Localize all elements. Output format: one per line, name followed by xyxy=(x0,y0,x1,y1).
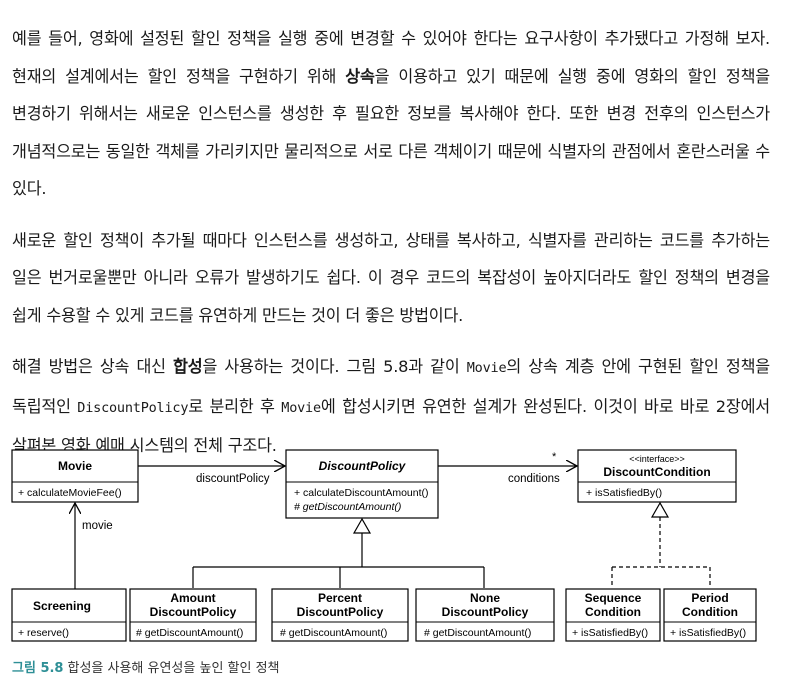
screening-class: Screening + reserve() xyxy=(11,588,127,642)
paragraph-1-segment: 을 이용하고 있기 때문에 실행 중에 영화의 할인 정책을 변경하기 위해서는… xyxy=(12,66,770,199)
discount-policy-operation-1: + calculateDiscountAmount() xyxy=(294,487,429,499)
paragraph-3-segment: 로 분리한 후 xyxy=(188,396,282,416)
discount-condition-operation: + isSatisfiedBy() xyxy=(586,487,662,499)
paragraph-3-segment: 합성 xyxy=(173,357,203,376)
period-condition-operation: + isSatisfiedBy() xyxy=(670,627,746,639)
paragraph-2: 새로운 할인 정책이 추가될 때마다 인스턴스를 생성하고, 상태를 복사하고,… xyxy=(12,222,770,335)
condition-realization-lines xyxy=(611,517,711,588)
sequence-condition-class: Sequence Condition + isSatisfiedBy() xyxy=(565,588,661,642)
sequence-condition-operation: + isSatisfiedBy() xyxy=(572,627,648,639)
paragraph-3-segment: 의 상속 계층 안에 구현된 할인 정책을 독립적인 xyxy=(12,357,770,416)
discount-policy-class-name: DiscountPolicy xyxy=(319,459,407,473)
figure-caption-text: 합성을 사용해 유연성을 높인 할인 정책 xyxy=(67,661,280,676)
body-text: 예를 들어, 영화에 설정된 할인 정책을 실행 중에 변경할 수 있어야 한다… xyxy=(12,20,770,479)
figure-number: 그림 5.8 xyxy=(12,661,64,676)
screening-operation: + reserve() xyxy=(18,627,69,639)
paragraph-3-segment: Movie xyxy=(281,399,321,416)
none-policy-name-line2: DiscountPolicy xyxy=(442,605,529,619)
paragraph-3-segment: Movie xyxy=(466,360,507,376)
discount-condition-interface: <<interface>> DiscountCondition + isSati… xyxy=(577,449,737,503)
percent-policy-name-line2: DiscountPolicy xyxy=(297,605,384,619)
realization-arrow xyxy=(650,501,670,518)
amount-policy-name-line1: Amount xyxy=(170,591,215,605)
movie-operation: + calculateMovieFee() xyxy=(18,487,122,499)
amount-policy-operation: # getDiscountAmount() xyxy=(136,627,243,639)
screening-class-name: Screening xyxy=(33,599,91,613)
discount-condition-name: DiscountCondition xyxy=(603,465,710,479)
movie-class-name: Movie xyxy=(58,459,92,473)
none-policy-operation: # getDiscountAmount() xyxy=(424,627,531,639)
movie-role-label: movie xyxy=(82,520,113,532)
movie-class: Movie + calculateMovieFee() xyxy=(11,449,139,503)
paragraph-3: 해결 방법은 상속 대신 합성을 사용하는 것이다. 그림 5.8과 같이 Mo… xyxy=(12,348,770,465)
discount-policy-role-label: discountPolicy xyxy=(196,473,270,485)
amount-discount-policy-class: Amount DiscountPolicy # getDiscountAmoun… xyxy=(129,588,257,642)
none-policy-name-line1: None xyxy=(470,591,500,605)
multiplicity-label: * xyxy=(552,451,557,463)
period-condition-class: Period Condition + isSatisfiedBy() xyxy=(663,588,757,642)
conditions-role-label: conditions xyxy=(508,473,560,485)
period-condition-name-line1: Period xyxy=(691,591,728,605)
class-diagram: Movie + calculateMovieFee() DiscountPoli… xyxy=(11,449,757,642)
sequence-condition-name-line1: Sequence xyxy=(585,591,642,605)
paragraph-2-segment: 새로운 할인 정책이 추가될 때마다 인스턴스를 생성하고, 상태를 복사하고,… xyxy=(12,230,770,325)
none-discount-policy-class: None DiscountPolicy # getDiscountAmount(… xyxy=(415,588,555,642)
paragraph-1: 예를 들어, 영화에 설정된 할인 정책을 실행 중에 변경할 수 있어야 한다… xyxy=(12,20,770,208)
paragraph-1-segment: 예를 들어, 영화에 설정된 할인 정책을 실행 중에 변경할 수 있어야 한다… xyxy=(12,29,770,86)
percent-policy-name-line1: Percent xyxy=(318,591,362,605)
generalization-arrow xyxy=(352,517,372,534)
discount-policy-class: DiscountPolicy + calculateDiscountAmount… xyxy=(285,449,439,519)
percent-discount-policy-class: Percent DiscountPolicy # getDiscountAmou… xyxy=(271,588,409,642)
sequence-condition-name-line2: Condition xyxy=(585,605,641,619)
period-condition-name-line2: Condition xyxy=(682,605,738,619)
percent-policy-operation: # getDiscountAmount() xyxy=(280,627,387,639)
paragraph-3-segment: 해결 방법은 상속 대신 xyxy=(12,357,174,376)
interface-stereotype: <<interface>> xyxy=(629,454,685,464)
policy-inheritance-lines xyxy=(192,533,485,588)
paragraph-3-segment: 을 사용하는 것이다. 그림 5.8과 같이 xyxy=(202,357,467,376)
paragraph-3-segment: DiscountPolicy xyxy=(77,399,189,416)
amount-policy-name-line2: DiscountPolicy xyxy=(150,605,237,619)
paragraph-1-segment: 상속 xyxy=(345,66,375,86)
discount-policy-operation-2: # getDiscountAmount() xyxy=(294,501,401,513)
